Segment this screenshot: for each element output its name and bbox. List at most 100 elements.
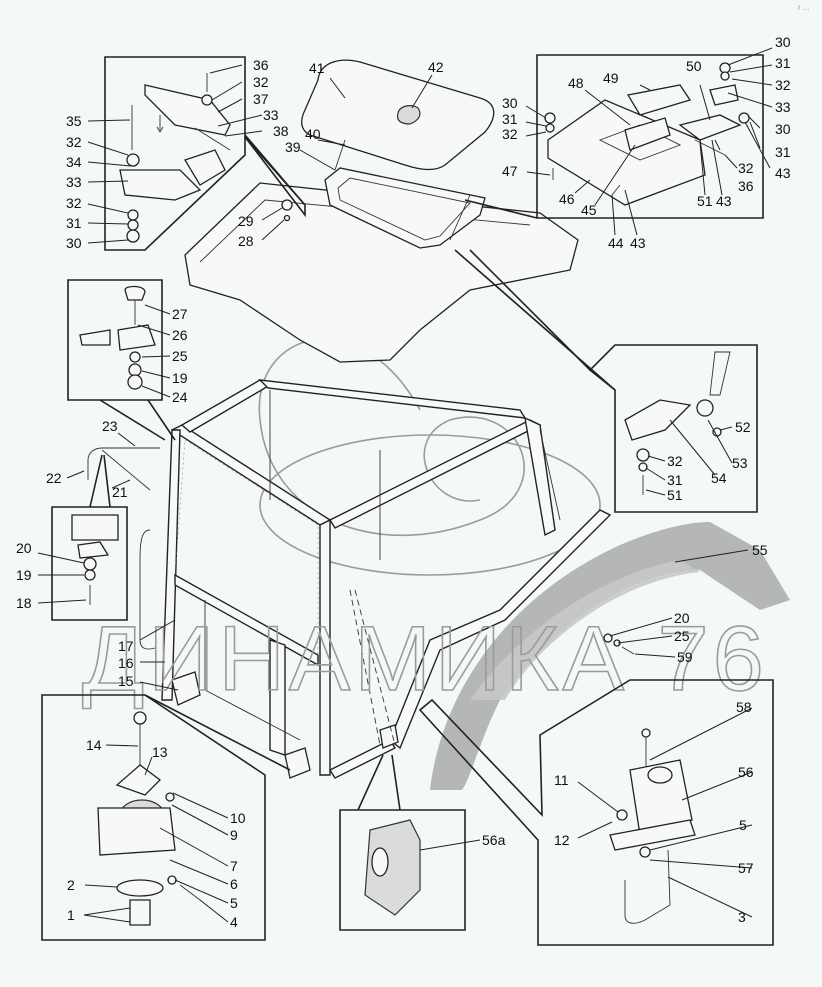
callout-46: 46 xyxy=(559,191,575,207)
callout-11: 11 xyxy=(554,772,569,788)
callout-38: 38 xyxy=(273,123,289,139)
callout-2: 2 xyxy=(67,877,75,893)
callout-52: 52 xyxy=(735,419,751,435)
callout-59: 59 xyxy=(677,649,693,665)
callout-42: 42 xyxy=(428,59,444,75)
callout-32: 32 xyxy=(66,195,82,211)
callout-41: 41 xyxy=(309,60,325,76)
detail-box-bracket xyxy=(536,54,764,219)
callout-58: 58 xyxy=(736,699,752,715)
callout-30: 30 xyxy=(775,121,791,137)
callout-30: 30 xyxy=(66,235,82,251)
callout-33: 33 xyxy=(66,174,82,190)
callout-47: 47 xyxy=(502,163,518,179)
callout-32: 32 xyxy=(775,77,791,93)
callout-5: 5 xyxy=(230,895,238,911)
callout-24: 24 xyxy=(172,389,188,405)
callout-25: 25 xyxy=(172,348,188,364)
callout-5: 5 xyxy=(739,817,747,833)
callout-31: 31 xyxy=(502,111,518,127)
callout-1: 1 xyxy=(67,907,75,923)
callout-28: 28 xyxy=(238,233,254,249)
callout-29: 29 xyxy=(238,213,254,229)
callout-32: 32 xyxy=(502,126,518,142)
callout-45: 45 xyxy=(581,202,597,218)
callout-39: 39 xyxy=(285,139,301,155)
callout-20: 20 xyxy=(16,540,32,556)
detail-box-strut xyxy=(454,249,758,513)
callout-56a: 56a xyxy=(482,832,506,848)
callout-36: 36 xyxy=(738,178,754,194)
roof-assembly xyxy=(184,59,579,363)
callout-31: 31 xyxy=(66,215,82,231)
cab-frame xyxy=(139,379,612,779)
callout-50: 50 xyxy=(686,58,702,74)
mirror-arm xyxy=(87,447,160,491)
callout-51: 51 xyxy=(697,193,713,209)
callout-14: 14 xyxy=(86,737,102,753)
callout-26: 26 xyxy=(172,327,188,343)
callout-19: 19 xyxy=(16,567,32,583)
fender-part-55 xyxy=(430,522,790,790)
detail-box-damper xyxy=(41,694,291,941)
callout-49: 49 xyxy=(603,70,619,86)
corner-mark: r ... xyxy=(798,3,810,12)
callout-48: 48 xyxy=(568,75,584,91)
callout-32: 32 xyxy=(253,74,269,90)
callout-56: 56 xyxy=(738,764,754,780)
callout-31: 31 xyxy=(775,55,791,71)
callout-34: 34 xyxy=(66,154,82,170)
callout-31: 31 xyxy=(775,144,791,160)
callout-3: 3 xyxy=(738,909,746,925)
callout-27: 27 xyxy=(172,306,188,322)
callout-36: 36 xyxy=(253,57,269,73)
callout-53: 53 xyxy=(732,455,748,471)
callout-18: 18 xyxy=(16,595,32,611)
callout-30: 30 xyxy=(775,34,791,50)
callout-6: 6 xyxy=(230,876,238,892)
callout-44: 44 xyxy=(608,235,624,251)
callout-9: 9 xyxy=(230,827,238,843)
callout-10: 10 xyxy=(230,810,246,826)
callout-17: 17 xyxy=(118,638,134,654)
callout-57: 57 xyxy=(738,860,754,876)
callout-51: 51 xyxy=(667,487,683,503)
callout-33: 33 xyxy=(263,107,279,123)
callout-40: 40 xyxy=(305,126,321,142)
callout-labels: 36 32 37 33 38 35 32 34 33 32 31 30 41 4… xyxy=(16,34,791,930)
callout-31: 31 xyxy=(667,472,683,488)
callout-7: 7 xyxy=(230,858,238,874)
callout-43: 43 xyxy=(775,165,791,181)
callout-30: 30 xyxy=(502,95,518,111)
callout-4: 4 xyxy=(230,914,238,930)
leader-lines xyxy=(37,47,773,923)
watermark-logo xyxy=(258,338,601,576)
callout-19: 19 xyxy=(172,370,188,386)
callout-43: 43 xyxy=(716,193,732,209)
callout-13: 13 xyxy=(152,744,168,760)
detail-box-mirror-upper xyxy=(67,279,176,441)
callout-15: 15 xyxy=(118,673,134,689)
callout-20: 20 xyxy=(674,610,690,626)
watermark-text: ДИНАМИКА 76 xyxy=(82,608,768,710)
callout-37: 37 xyxy=(253,91,269,107)
callout-33: 33 xyxy=(775,99,791,115)
detail-box-hinge xyxy=(104,56,306,251)
callout-54: 54 xyxy=(711,470,727,486)
detail-box-rear-mount xyxy=(418,679,774,946)
callout-16: 16 xyxy=(118,655,134,671)
callout-21: 21 xyxy=(112,484,128,500)
callout-32: 32 xyxy=(667,453,683,469)
callout-35: 35 xyxy=(66,113,82,129)
callout-23: 23 xyxy=(102,418,118,434)
detail-box-56a xyxy=(339,754,466,931)
callout-32: 32 xyxy=(738,160,754,176)
callout-32: 32 xyxy=(66,134,82,150)
callout-55: 55 xyxy=(752,542,768,558)
callout-22: 22 xyxy=(46,470,62,486)
detail-box-mirror-lower xyxy=(51,454,128,621)
callout-12: 12 xyxy=(554,832,570,848)
callout-25: 25 xyxy=(674,628,690,644)
callout-43: 43 xyxy=(630,235,646,251)
